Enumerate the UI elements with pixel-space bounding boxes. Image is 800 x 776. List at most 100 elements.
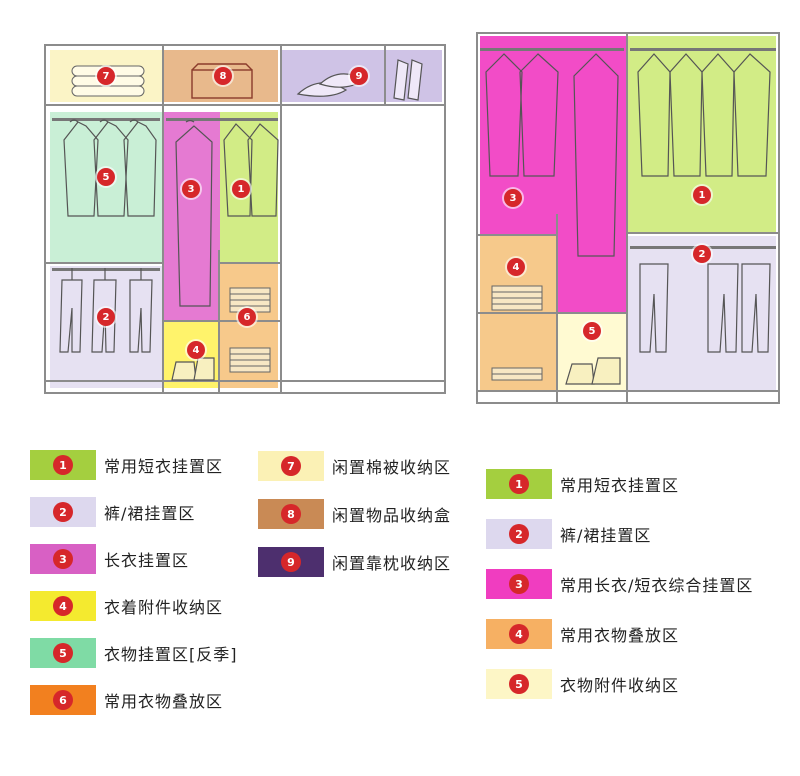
legend-item: 7 闲置棉被收纳区 (258, 449, 451, 483)
legend-swatch: 4 (30, 591, 96, 621)
legend-swatch: 1 (486, 469, 552, 499)
zone-number-badge: 2 (693, 245, 711, 263)
zone-number-badge: 5 (97, 168, 115, 186)
legend-item: 4 常用衣物叠放区 (486, 617, 679, 651)
legend-swatch: 4 (486, 619, 552, 649)
legend-label: 常用长衣/短衣综合挂置区 (560, 576, 754, 595)
legend-number-badge: 7 (281, 456, 301, 476)
divider (384, 44, 386, 106)
legend-item: 1 常用短衣挂置区 (486, 467, 679, 501)
legend-swatch: 5 (30, 638, 96, 668)
legend-item: 5 衣物挂置区[反季] (30, 636, 238, 670)
long-coat-icon (175, 120, 213, 307)
legend-item: 6 常用衣物叠放区 (30, 683, 223, 717)
legend-label: 闲置物品收纳盒 (332, 506, 452, 525)
hanging-rod (480, 48, 624, 51)
zone-number-badge: 5 (583, 322, 601, 340)
right-wardrobe-frame (476, 32, 780, 404)
shelf-line (628, 232, 780, 234)
zone-number-badge: 6 (238, 308, 256, 326)
bag-icon (171, 357, 215, 381)
legend-number-badge: 3 (509, 574, 529, 594)
short-shirt-icon (223, 123, 279, 217)
hanging-rod (52, 268, 160, 271)
legend-number-badge: 2 (53, 502, 73, 522)
left-wardrobe-frame (44, 44, 446, 394)
zone-number-badge: 4 (507, 258, 525, 276)
legend-label: 衣着附件收纳区 (104, 598, 224, 617)
legend-swatch: 2 (30, 497, 96, 527)
legend-number-badge: 2 (509, 524, 529, 544)
legend-number-badge: 9 (281, 552, 301, 572)
legend-label: 闲置棉被收纳区 (332, 458, 452, 477)
legend-number-badge: 4 (53, 596, 73, 616)
legend-label: 衣物附件收纳区 (560, 676, 680, 695)
shelf-line (164, 320, 280, 322)
legend-swatch: 1 (30, 450, 96, 480)
legend-item: 3 常用长衣/短衣综合挂置区 (486, 567, 753, 601)
long-coat-icon (573, 53, 619, 257)
hanging-rod (166, 118, 278, 121)
legend-label: 常用短衣挂置区 (104, 457, 224, 476)
legend-label: 裤/裙挂置区 (560, 526, 652, 545)
legend-number-badge: 5 (509, 674, 529, 694)
divider (626, 32, 628, 404)
divider (218, 250, 220, 394)
bag-icon (565, 357, 621, 385)
legend-item: 5 衣物附件收纳区 (486, 667, 679, 701)
legend-item: 9 闲置靠枕收纳区 (258, 545, 451, 579)
legend-label: 衣物挂置区[反季] (104, 645, 238, 664)
zone-number-badge: 4 (187, 341, 205, 359)
legend-item: 1 常用短衣挂置区 (30, 448, 223, 482)
short-shirt-icon (637, 53, 771, 177)
legend-item: 2 裤/裙挂置区 (486, 517, 651, 551)
legend-label: 裤/裙挂置区 (104, 504, 196, 523)
legend-swatch: 3 (30, 544, 96, 574)
zone-number-badge: 8 (214, 67, 232, 85)
hanging-rod (630, 48, 776, 51)
legend-number-badge: 6 (53, 690, 73, 710)
divider (162, 44, 164, 394)
hanging-rod (52, 118, 160, 121)
legend-label: 常用衣物叠放区 (104, 692, 224, 711)
legend-swatch: 5 (486, 669, 552, 699)
legend-swatch: 6 (30, 685, 96, 715)
legend-number-badge: 4 (509, 624, 529, 644)
legend-item: 3 长衣挂置区 (30, 542, 189, 576)
legend-number-badge: 3 (53, 549, 73, 569)
pants-icon (639, 263, 771, 353)
legend-item: 2 裤/裙挂置区 (30, 495, 195, 529)
zone-number-badge: 2 (97, 308, 115, 326)
shelf-line (44, 262, 162, 264)
legend-number-badge: 1 (509, 474, 529, 494)
legend-item: 4 衣着附件收纳区 (30, 589, 223, 623)
legend-swatch: 2 (486, 519, 552, 549)
pants-icon (59, 268, 153, 353)
right-wardrobe-diagram: 3 1 2 4 5 (476, 32, 780, 404)
legend-number-badge: 8 (281, 504, 301, 524)
legend-label: 长衣挂置区 (104, 551, 190, 570)
left-wardrobe-diagram: 7 8 9 5 3 1 2 6 4 (0, 0, 460, 410)
legend-swatch: 3 (486, 569, 552, 599)
shelf-line (476, 234, 558, 236)
shelf-line (220, 262, 280, 264)
zone-number-badge: 7 (97, 67, 115, 85)
base-line (476, 390, 780, 392)
legend-item: 8 闲置物品收纳盒 (258, 497, 451, 531)
legend-swatch: 9 (258, 547, 324, 577)
legend-number-badge: 1 (53, 455, 73, 475)
legend-label: 常用衣物叠放区 (560, 626, 680, 645)
zone-number-badge: 3 (504, 189, 522, 207)
folded-clothes-icon (491, 285, 543, 381)
legend-label: 常用短衣挂置区 (560, 476, 680, 495)
zone-number-badge: 1 (693, 186, 711, 204)
shelf-line (476, 312, 628, 314)
zone-seasonal-hanging (50, 112, 162, 262)
divider (280, 44, 282, 394)
legend-swatch: 7 (258, 451, 324, 481)
short-shirt-icon (485, 53, 559, 177)
legend-swatch: 8 (258, 499, 324, 529)
legend-number-badge: 5 (53, 643, 73, 663)
divider (556, 214, 558, 404)
legend-label: 闲置靠枕收纳区 (332, 554, 452, 573)
